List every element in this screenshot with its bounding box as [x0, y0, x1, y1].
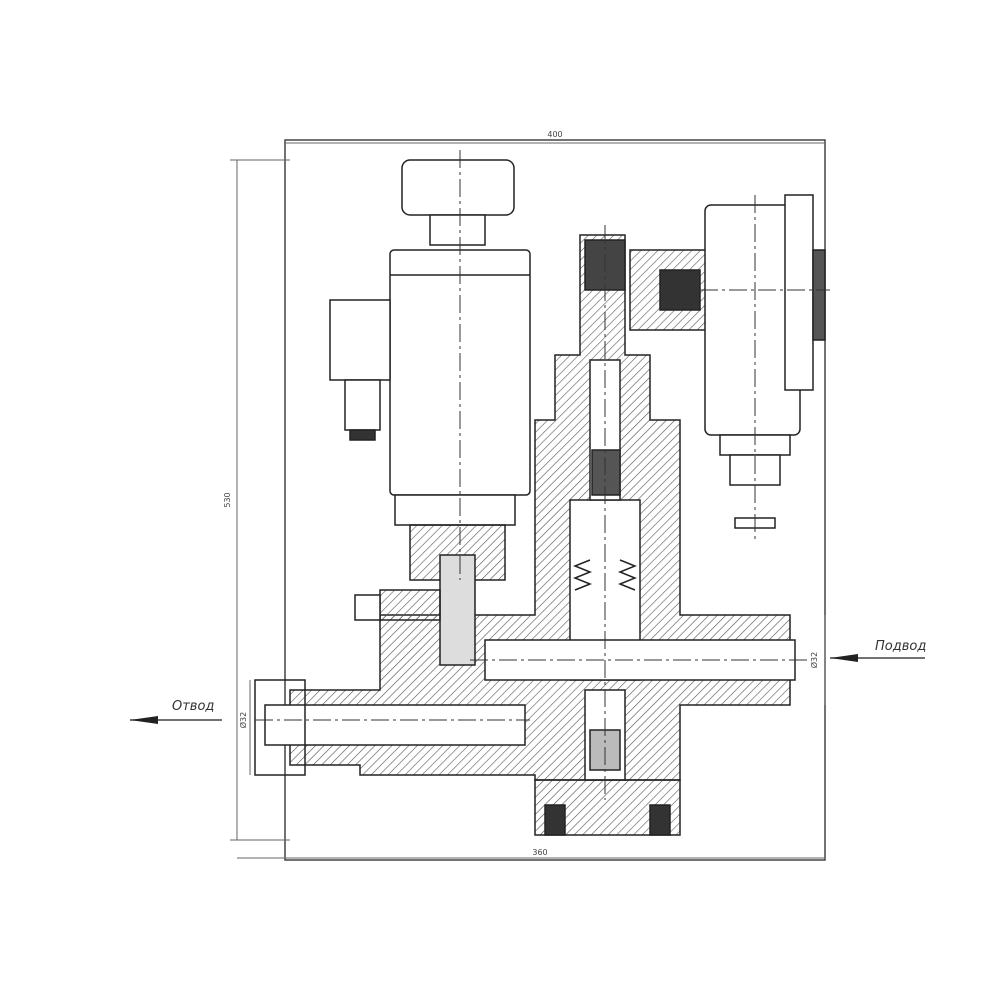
dimension-bottom-width: 360 — [532, 848, 547, 857]
center-lines — [255, 150, 830, 800]
pressure-switch — [704, 194, 826, 529]
dimension-height: 530 — [223, 492, 232, 507]
valve-body — [254, 234, 796, 836]
outlet-arrow — [130, 716, 222, 724]
solenoid-actuator — [329, 159, 531, 666]
outlet-label: Отвод — [172, 699, 214, 714]
dimension-outlet-diameter: Ø32 — [238, 712, 248, 728]
dimension-lines — [230, 142, 826, 859]
inlet-arrow — [830, 654, 925, 662]
overall-frame — [284, 139, 826, 861]
dimension-inlet-diameter: Ø32 — [809, 652, 819, 668]
dimension-top-width: 400 — [547, 130, 562, 139]
inlet-label: Подвод — [875, 639, 926, 654]
